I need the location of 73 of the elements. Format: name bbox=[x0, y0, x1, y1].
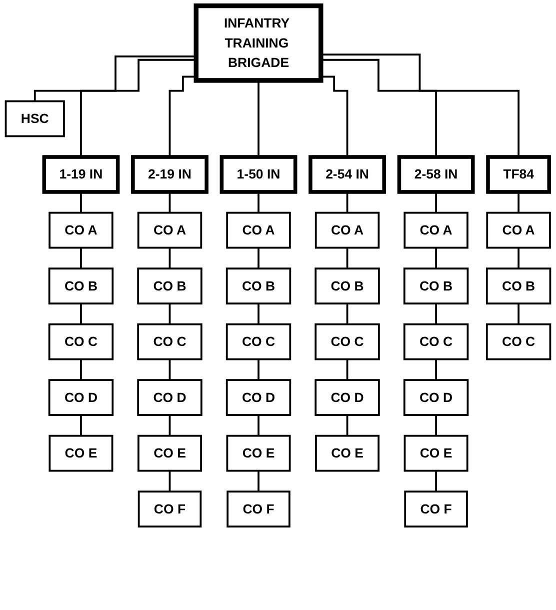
node-box: CO A bbox=[137, 212, 202, 249]
node-box: CO B bbox=[314, 268, 380, 304]
connector bbox=[435, 358, 437, 381]
connector bbox=[258, 470, 260, 492]
node-box: CO E bbox=[138, 434, 202, 472]
connector bbox=[435, 414, 437, 437]
connector bbox=[346, 358, 348, 381]
connector bbox=[258, 191, 260, 214]
connector bbox=[435, 246, 437, 270]
node-box: CO B bbox=[486, 268, 552, 304]
node-box: CO C bbox=[314, 323, 380, 360]
node-box: CO B bbox=[48, 268, 114, 304]
connector bbox=[346, 246, 348, 270]
connector bbox=[320, 54, 520, 158]
connector bbox=[168, 191, 171, 214]
node-box: CO F bbox=[226, 490, 290, 528]
node-box: CO D bbox=[314, 379, 380, 416]
connector bbox=[80, 246, 82, 270]
node-box: CO A bbox=[48, 212, 114, 249]
node-box: CO D bbox=[403, 379, 469, 416]
connector bbox=[168, 302, 171, 326]
connector bbox=[258, 302, 260, 326]
node-box: HSC bbox=[4, 100, 65, 138]
connector bbox=[168, 470, 171, 492]
node-box: CO B bbox=[137, 268, 202, 304]
node-box: CO D bbox=[226, 379, 292, 416]
node-box: 1-19 IN bbox=[42, 155, 120, 194]
connector bbox=[168, 414, 171, 437]
connector bbox=[80, 191, 82, 214]
connector bbox=[518, 302, 520, 326]
node-box: CO B bbox=[226, 268, 292, 304]
node-box: TF84 bbox=[486, 155, 552, 194]
node-box: 2-58 IN bbox=[397, 155, 475, 194]
connector bbox=[168, 358, 171, 381]
node-box: CO C bbox=[137, 323, 202, 360]
node-box: CO A bbox=[404, 212, 468, 249]
node-box: CO F bbox=[404, 490, 468, 528]
connector bbox=[258, 414, 260, 437]
node-box: CO A bbox=[226, 212, 291, 249]
connector bbox=[258, 358, 260, 381]
connector bbox=[168, 246, 171, 270]
node-box: CO B bbox=[403, 268, 469, 304]
node-box: CO E bbox=[315, 434, 380, 472]
node-box: CO F bbox=[138, 490, 202, 528]
node-box: 2-54 IN bbox=[308, 155, 386, 194]
node-box: CO C bbox=[226, 323, 292, 360]
node-box: CO A bbox=[486, 212, 551, 249]
node-box: CO E bbox=[226, 434, 291, 472]
connector bbox=[80, 302, 82, 326]
connector bbox=[320, 58, 437, 158]
node-box: INFANTRY TRAINING BRIGADE bbox=[194, 3, 324, 83]
connector bbox=[258, 246, 260, 270]
node-box: CO C bbox=[48, 323, 114, 360]
connector bbox=[518, 246, 520, 270]
node-box: CO C bbox=[486, 323, 552, 360]
node-box: 1-50 IN bbox=[220, 155, 298, 194]
connector bbox=[518, 191, 520, 214]
connector bbox=[435, 302, 437, 326]
connector bbox=[346, 414, 348, 437]
node-box: CO E bbox=[48, 434, 114, 472]
node-box: 2-19 IN bbox=[131, 155, 208, 194]
connector bbox=[435, 191, 437, 214]
connector bbox=[346, 191, 348, 214]
connector bbox=[80, 358, 82, 381]
node-box: CO D bbox=[137, 379, 202, 416]
connector bbox=[80, 414, 82, 437]
node-box: CO D bbox=[48, 379, 114, 416]
node-box: CO A bbox=[314, 212, 380, 249]
connector bbox=[346, 302, 348, 326]
connector bbox=[435, 470, 437, 492]
node-box: CO E bbox=[404, 434, 468, 472]
connector bbox=[34, 55, 196, 102]
node-box: CO C bbox=[403, 323, 469, 360]
